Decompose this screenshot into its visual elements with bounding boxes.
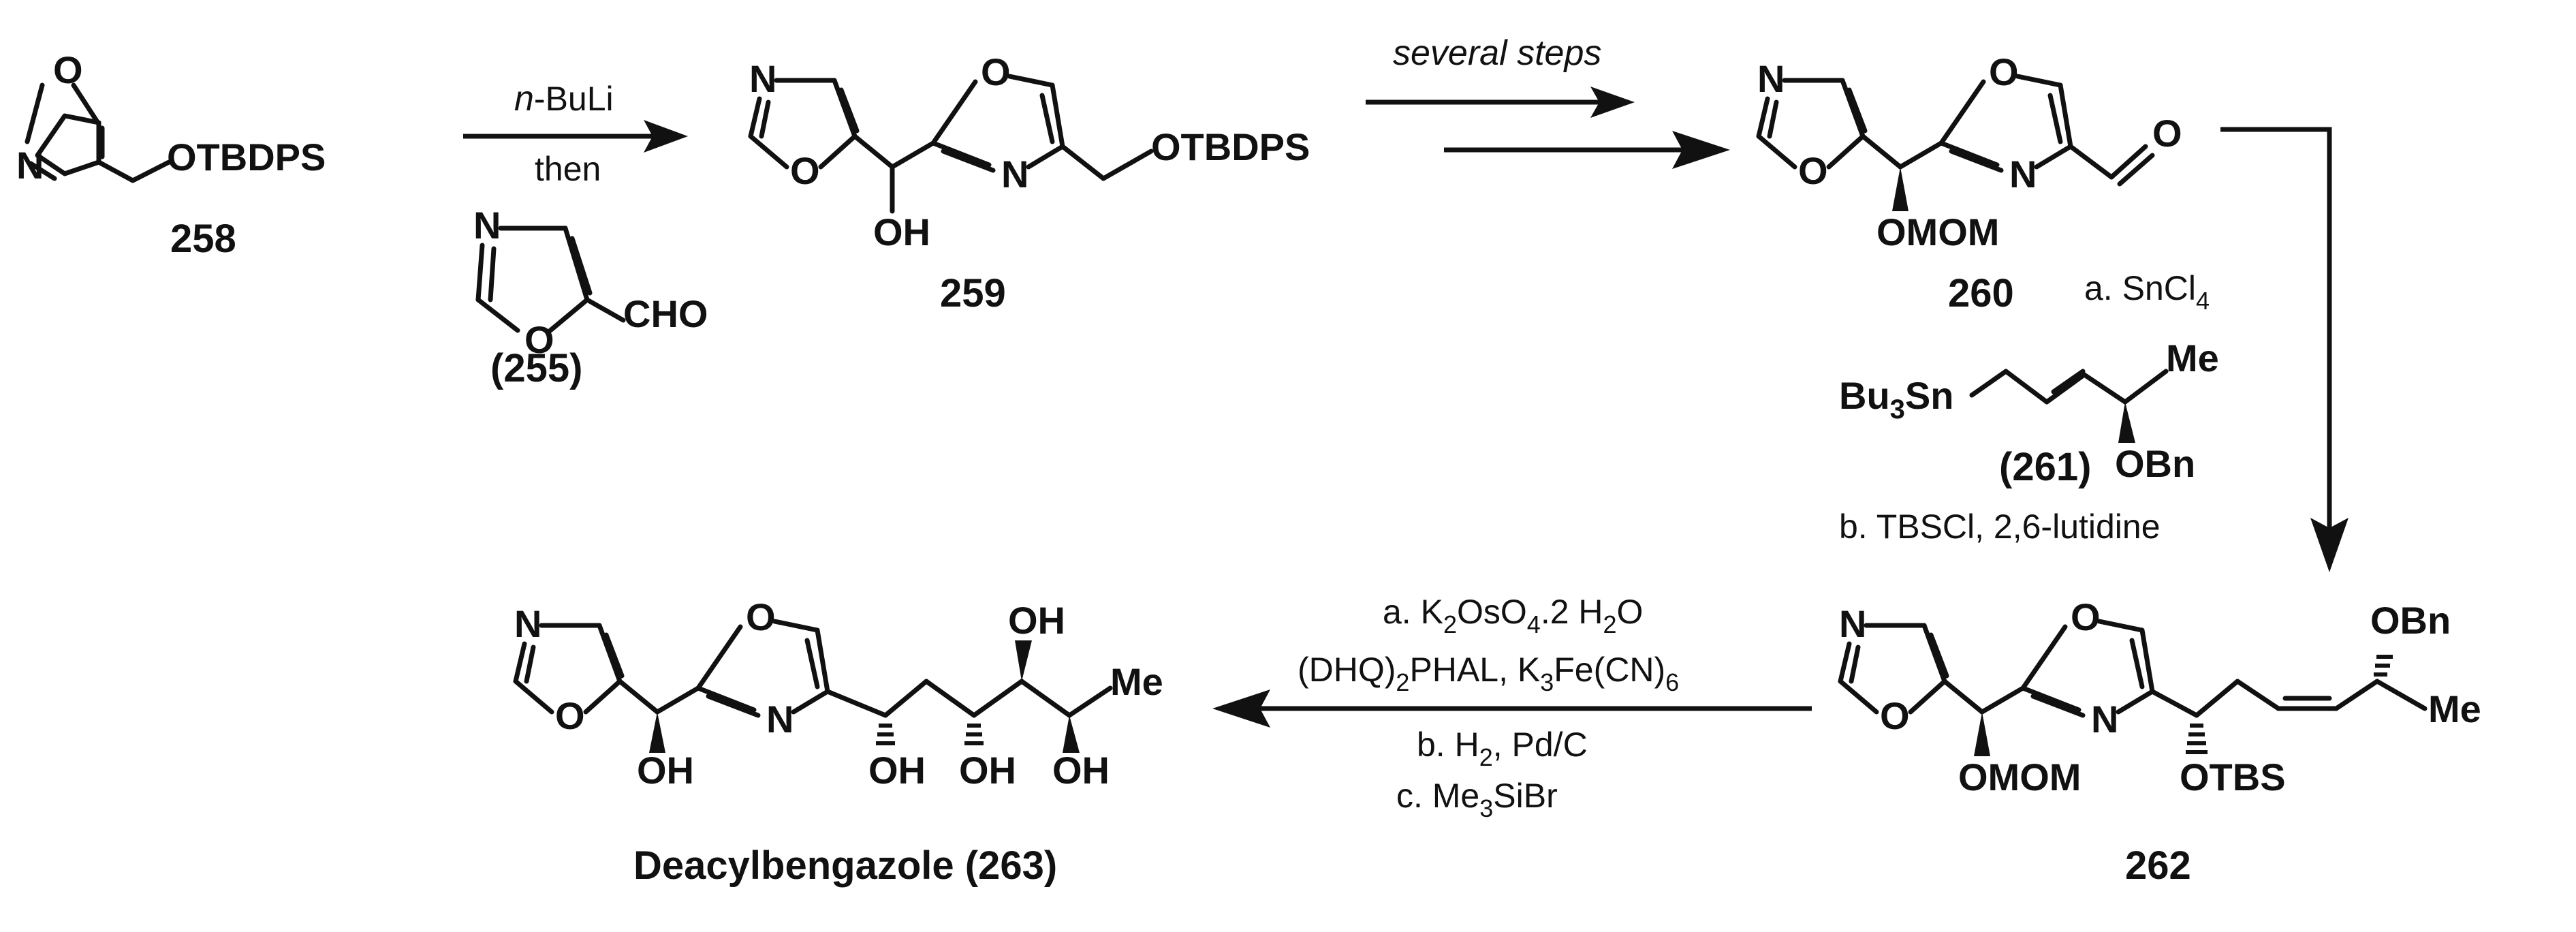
arrow-step4: a. K2OsO4.2 H2O (DHQ)2PHAL, K3Fe(CN)6 b.… [1212,593,1812,822]
oh-263c: OH [959,749,1016,792]
oxazole-n-262a: N [1839,602,1866,645]
oxazole-o-260b: O [1989,50,2019,93]
step3-b: b. TBSCl, 2,6-lutidine [1839,508,2161,546]
compound-255: N O CHO (255) [473,204,708,390]
compound-260: N O OMOM O N O 260 [1756,50,2182,315]
oh-263d: OH [1008,599,1065,642]
oh-259: OH [873,211,930,253]
arrow-step1: n-BuLi then [463,79,688,188]
step1-reagent: n-BuLi [514,79,614,119]
step2-label: several steps [1393,33,1601,73]
step4-c: b. H2, Pd/C [1417,726,1588,771]
me-262: Me [2428,687,2481,730]
oh-263b: OH [868,749,926,792]
compound-262: N O OMOM O N OTBS [1838,595,2481,888]
svg-text:O: O [54,48,84,91]
compound-258: O O N OTBDPS 258 [16,48,326,261]
me-261: Me [2166,337,2219,379]
bu3sn-261: Bu3Sn [1839,374,1953,424]
otbs-262: OTBS [2180,756,2286,798]
label-262: 262 [2125,843,2191,888]
oxazole-n-263b: N [766,698,794,741]
compound-259: N O OH O N OTBDPS 259 [748,50,1310,315]
oxazole-o-262a: O [1880,694,1910,737]
hash-bond-263b [964,724,984,745]
oxazole-o-259a: O [790,149,820,192]
obn-262: OBn [2370,599,2451,642]
hash-bond-262 [2186,724,2208,754]
me-263: Me [1110,660,1163,703]
oxazole-n-255: N [473,204,501,247]
step1-then: then [535,150,601,188]
ch2-bond-258 [96,159,172,183]
oxazole-o-258: O [53,48,83,91]
hash-bond-263a [876,724,895,745]
oxazole-n-260b: N [2009,153,2037,196]
otbdps-259: OTBDPS [1151,125,1310,168]
omom-260: OMOM [1876,211,1999,253]
compound-263: N O OH O N OH [513,595,1163,888]
oxazole-ring-258 [35,113,101,176]
oxazole-n-260a: N [1757,57,1785,100]
label-255: (255) [490,346,582,390]
oxazole-o-260a: O [1798,149,1828,192]
oxazole-n-262b: N [2091,698,2118,741]
oh-263a: OH [637,749,694,792]
oxazole-n-258: N [16,144,44,187]
oxazole-n-259b: N [1001,153,1028,196]
arrow-step2: several steps [1366,33,1730,169]
label-261: (261) [1999,445,2091,489]
cho-255: CHO [623,292,708,335]
oxazole-o-262b: O [2071,595,2101,638]
compound-261: Bu3Sn Me OBn (261) [1839,337,2219,489]
label-259: 259 [940,271,1006,315]
oh-263e: OH [1052,749,1110,792]
label-258: 258 [170,217,236,261]
step4-d: c. Me3SiBr [1396,777,1558,822]
obn-261: OBn [2115,442,2195,485]
label-260: 260 [1948,271,2014,315]
oxazole-o-255: O [524,318,554,361]
step4-a: a. K2OsO4.2 H2O [1383,593,1643,638]
omom-262: OMOM [1958,756,2081,798]
oxazole-o-263a: O [555,694,585,737]
oxazole-n-263a: N [514,602,541,645]
aldehyde-o-260: O [2152,112,2182,155]
oxazole-n-259a: N [749,57,776,100]
hash-bond-262b [2374,655,2393,677]
oxazole-o-263b: O [746,595,776,638]
label-263: Deacylbengazole (263) [633,843,1057,888]
oxazole-o-259b: O [981,50,1011,93]
arrow-step3: a. SnCl4 b. TBSCl, 2,6-lutidine [1839,127,2349,572]
step4-b: (DHQ)2PHAL, K3Fe(CN)6 [1298,651,1679,696]
step3-a: a. SnCl4 [2084,269,2210,315]
otbdps-258: OTBDPS [167,136,326,178]
